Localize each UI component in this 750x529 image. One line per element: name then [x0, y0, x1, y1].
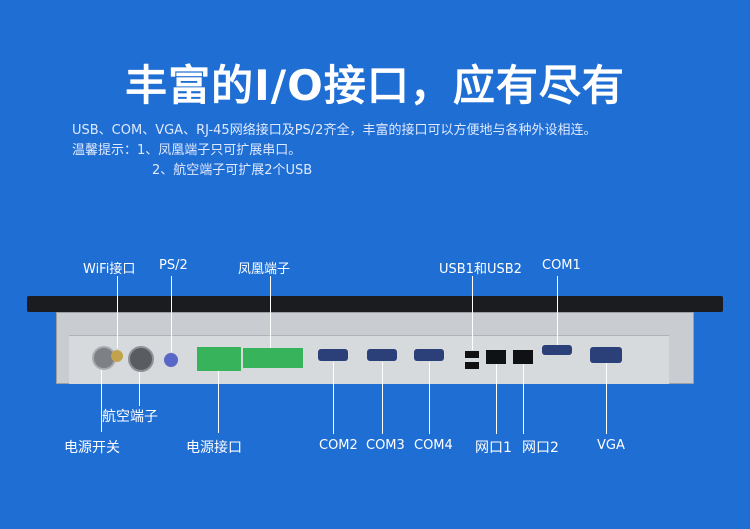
vga-port [590, 347, 622, 363]
leader-com4 [429, 362, 430, 434]
label-com3: COM3 [366, 438, 405, 453]
label-com4: COM4 [414, 438, 453, 453]
leader-com1 [557, 276, 558, 345]
leader-vga [606, 363, 607, 434]
label-ps2: PS/2 [159, 258, 188, 273]
leader-usb [472, 276, 473, 350]
page-title: 丰富的I/O接口，应有尽有 [125, 61, 625, 110]
phoenix-terminal [243, 348, 303, 368]
label-aviation: 航空端子 [102, 409, 158, 425]
label-lan2: 网口2 [522, 440, 559, 456]
lan1-port [486, 350, 506, 364]
ps2-port [164, 353, 178, 367]
label-com1: COM1 [542, 258, 581, 273]
leader-wifi [117, 276, 118, 348]
wifi-antenna-port [111, 350, 123, 362]
description-line-2: 温馨提示：1、凤凰端子只可扩展串口。 [72, 143, 302, 158]
description-line-3: 2、航空端子可扩展2个USB [152, 163, 313, 178]
leader-aviation [139, 372, 140, 406]
com2-port [318, 349, 348, 361]
leader-power-port [218, 371, 219, 433]
aviation-connector [128, 346, 154, 372]
label-wifi: WiFi接口 [83, 262, 136, 277]
com1-port [542, 345, 572, 355]
label-com2: COM2 [319, 438, 358, 453]
leader-lan1 [496, 364, 497, 434]
leader-com2 [333, 362, 334, 434]
power-terminal [197, 347, 241, 371]
label-power-port: 电源接口 [186, 440, 242, 456]
label-usb: USB1和USB2 [439, 262, 522, 277]
description-line-1: USB、COM、VGA、RJ-45网络接口及PS/2齐全，丰富的接口可以方便地与… [72, 123, 597, 138]
com4-port [414, 349, 444, 361]
leader-ps2 [171, 276, 172, 352]
usb1-port [465, 351, 479, 358]
leader-lan2 [523, 364, 524, 434]
io-chassis [56, 312, 694, 384]
label-phoenix: 凤凰端子 [238, 262, 291, 277]
label-vga: VGA [597, 438, 625, 453]
panel-top-bezel [27, 296, 723, 312]
leader-com3 [382, 362, 383, 434]
label-power-switch: 电源开关 [64, 440, 120, 456]
usb2-port [465, 362, 479, 369]
label-lan1: 网口1 [475, 440, 512, 456]
lan2-port [513, 350, 533, 364]
leader-power-switch [101, 370, 102, 432]
com3-port [367, 349, 397, 361]
leader-phoenix [270, 276, 271, 348]
